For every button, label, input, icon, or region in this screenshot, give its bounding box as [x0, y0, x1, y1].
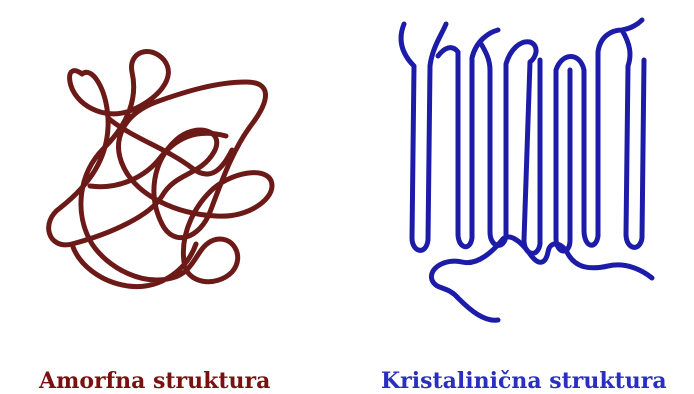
crystalline-structure-caption: Kristalinična struktura	[381, 368, 667, 394]
amorphous-structure-caption: Amorfna struktura	[39, 368, 270, 394]
crystalline-polymer-chain	[401, 20, 652, 320]
